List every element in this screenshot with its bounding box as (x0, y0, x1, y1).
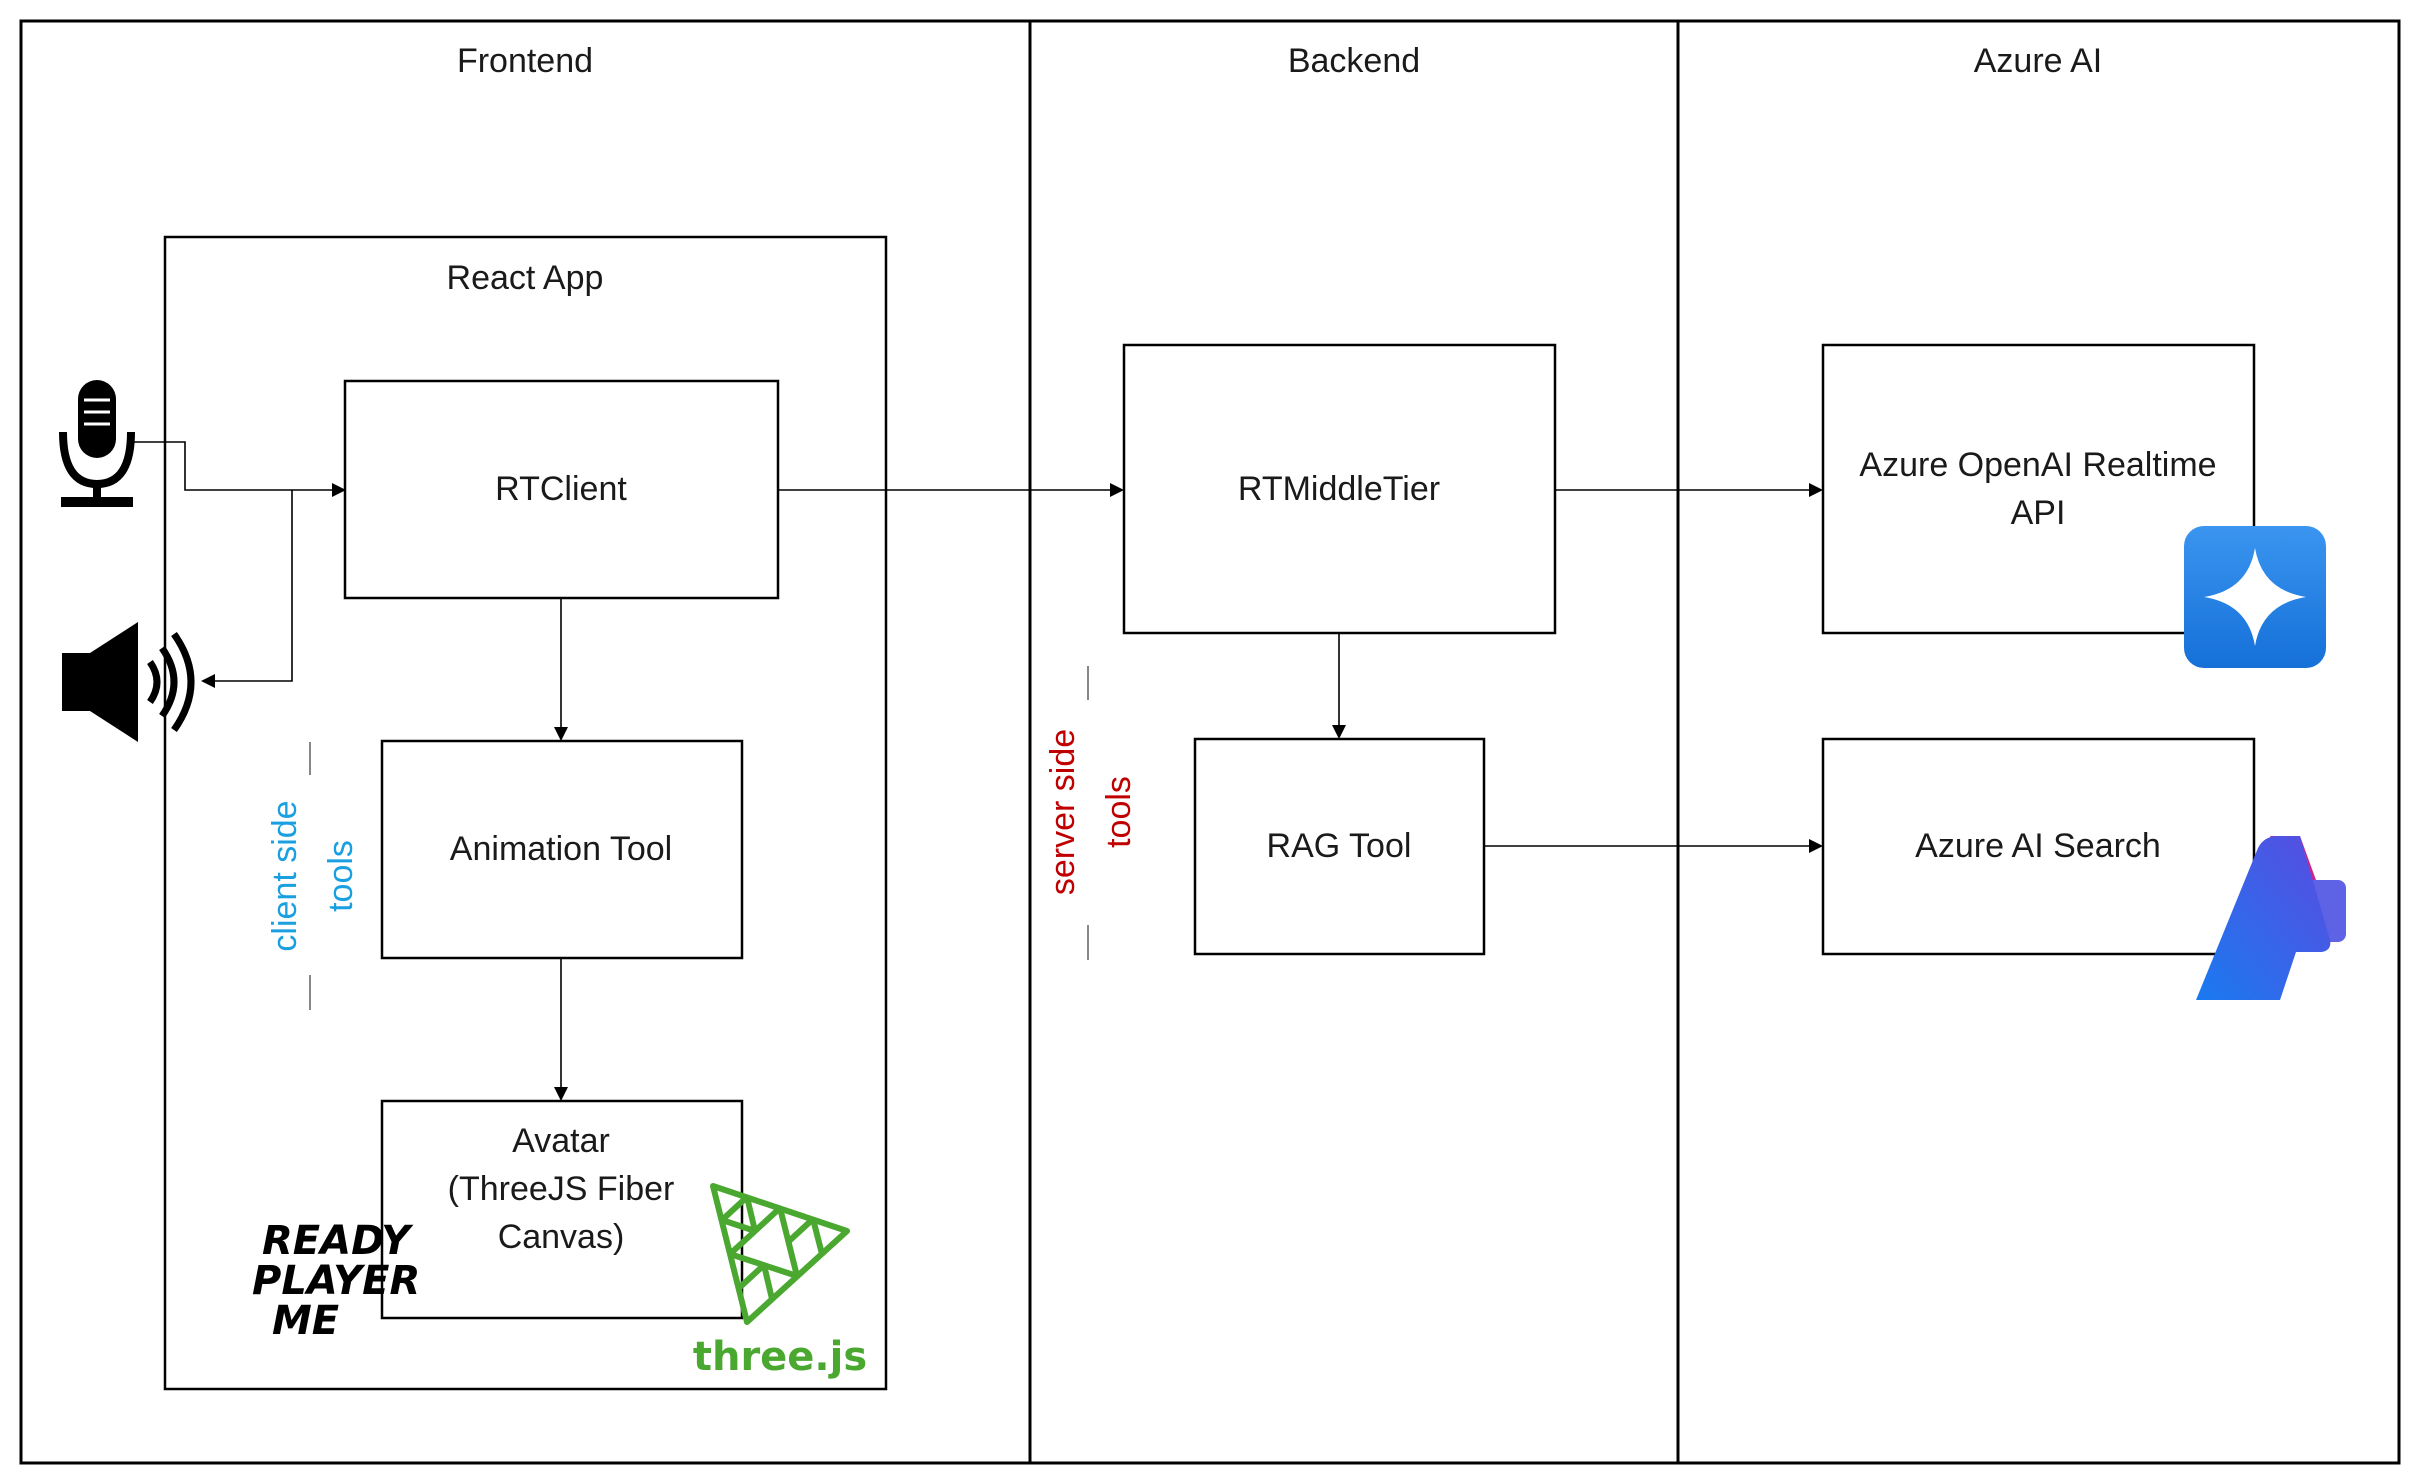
rtclient-to-speaker-arrow (201, 490, 293, 688)
avatar-label-line1: Avatar (512, 1122, 610, 1160)
server-side-tools-annotation: server side tools (1044, 666, 1138, 960)
rpm-line3: ME (272, 1298, 339, 1344)
rtmiddletier-box (1122, 343, 1557, 635)
rtclient-box (343, 379, 780, 600)
lane-title-azure-ai: Azure AI (1974, 42, 2103, 80)
lane-title-backend: Backend (1288, 42, 1420, 80)
rtclient-label: RTClient (495, 470, 627, 508)
azure-ai-search-label: Azure AI Search (1915, 827, 2161, 865)
threejs-wordmark: three.js (693, 1334, 867, 1380)
azure-openai-label-line2: API (2011, 494, 2066, 532)
avatar-label-line3: Canvas) (498, 1218, 625, 1256)
avatar-box (380, 1099, 744, 1320)
rpm-line2: PLAYER (252, 1258, 420, 1304)
client-side-tools-line2: tools (322, 840, 360, 912)
server-side-tools-line1: server side (1044, 729, 1082, 895)
azure-openai-icon (2184, 526, 2326, 668)
animation-tool-label: Animation Tool (450, 830, 672, 868)
client-side-tools-annotation: client side tools (266, 742, 360, 1010)
avatar-label-line2: (ThreeJS Fiber (448, 1170, 675, 1208)
client-side-tools-line1: client side (266, 800, 304, 951)
mic-to-rtclient-arrow (130, 441, 346, 497)
rag-tool-label: RAG Tool (1267, 827, 1412, 865)
server-side-tools-line2: tools (1100, 776, 1138, 848)
swimlane-frame (19, 19, 2401, 1465)
threejs-logo-icon: three.js (693, 1183, 867, 1380)
ready-player-me-logo: READY PLAYER ME (252, 1218, 420, 1344)
rtmiddletier-label: RTMiddleTier (1238, 470, 1440, 508)
microphone-icon (59, 380, 135, 507)
react-app-label: React App (447, 259, 604, 297)
lane-title-frontend: Frontend (457, 42, 593, 80)
azure-ai-search-box (1821, 737, 2256, 956)
animation-tool-box (380, 739, 744, 960)
speaker-icon (62, 622, 195, 742)
azure-ai-search-icon (2196, 836, 2346, 1000)
rag-tool-box (1193, 737, 1486, 956)
azure-openai-label-line1: Azure OpenAI Realtime (1859, 446, 2216, 484)
azure-openai-realtime-box (1821, 343, 2256, 635)
rpm-line1: READY (262, 1218, 414, 1264)
